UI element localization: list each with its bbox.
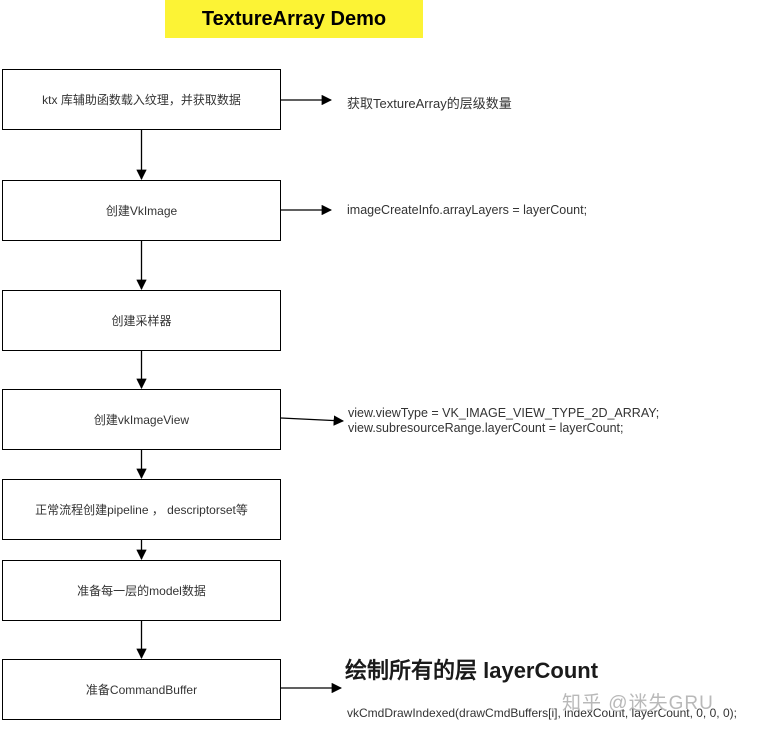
flow-box-label: ktx 库辅助函数载入纹理，并获取数据 (42, 93, 241, 107)
annotation-view-type-line2: view.subresourceRange.layerCount = layer… (348, 421, 624, 435)
zhihu-watermark: 知乎 @迷失GRU (562, 693, 714, 714)
annotation-get-layer-count: 获取TextureArray的层级数量 (347, 96, 512, 111)
flow-box-label: 创建VkImage (105, 204, 178, 218)
flow-box-prepare-commandbuffer: 准备CommandBuffer (2, 659, 281, 720)
flow-box-create-pipeline: 正常流程创建pipeline ， descriptorset等 (2, 479, 281, 540)
annotation-view-type: view.viewType = VK_IMAGE_VIEW_TYPE_2D_AR… (348, 406, 659, 436)
flow-box-label: 准备每一层的model数据 (77, 584, 206, 598)
diagram-title: TextureArray Demo (165, 0, 423, 38)
annotation-image-create-info: imageCreateInfo.arrayLayers = layerCount… (347, 203, 588, 217)
arrow-box4-note (280, 415, 345, 426)
flow-box-create-vkimage: 创建VkImage (2, 180, 281, 241)
flow-box-create-imageview: 创建vkImageView (2, 389, 281, 450)
annotation-draw-heading: 绘制所有的层 layerCount (345, 658, 599, 683)
flow-box-label: 正常流程创建pipeline ， descriptorset等 (35, 503, 248, 517)
flow-box-create-sampler: 创建采样器 (2, 290, 281, 351)
flow-box-label: 准备CommandBuffer (85, 683, 198, 697)
annotation-view-type-line1: view.viewType = VK_IMAGE_VIEW_TYPE_2D_AR… (348, 406, 660, 420)
diagram-title-label: TextureArray Demo (201, 7, 387, 30)
flow-box-label: 创建vkImageView (93, 413, 190, 427)
flow-box-prepare-model-data: 准备每一层的model数据 (2, 560, 281, 621)
annotation-draw-code: vkCmdDrawIndexed(drawCmdBuffers[i], inde… (347, 706, 737, 720)
flow-box-load-texture: ktx 库辅助函数载入纹理，并获取数据 (2, 69, 281, 130)
flow-box-label: 创建采样器 (111, 314, 172, 328)
